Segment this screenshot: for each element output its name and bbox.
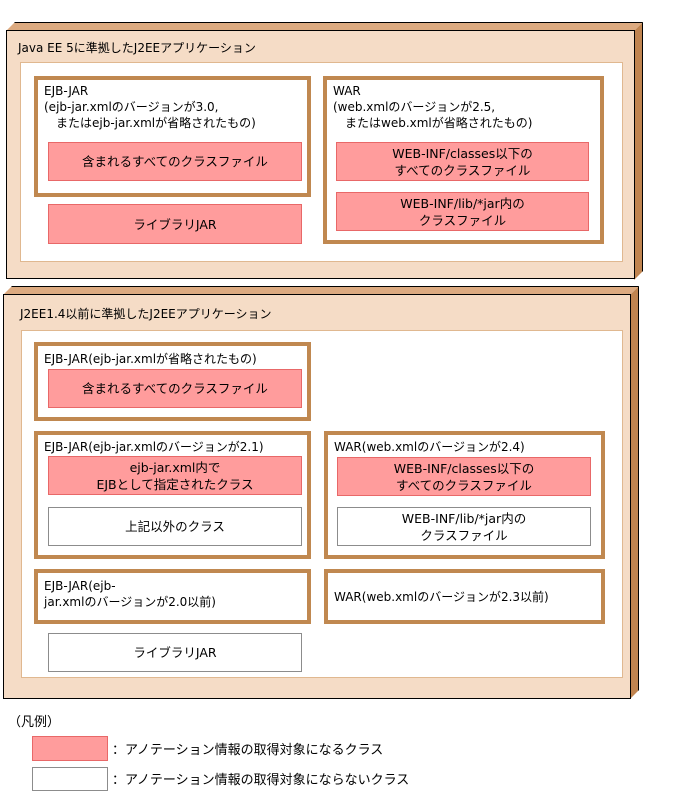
class-all-files: 含まれるすべてのクラスファイル xyxy=(48,142,302,181)
class-other: 上記以外のクラス xyxy=(48,507,302,546)
class-ejb-specified: ejb-jar.xml内で EJBとして指定されたクラス xyxy=(48,456,302,495)
frame-side-bevel xyxy=(634,22,643,280)
legend-title: （凡例） xyxy=(8,715,61,730)
frame-side-bevel xyxy=(630,286,639,699)
frame-top-bevel xyxy=(3,286,639,295)
war-label: WAR(web.xmlのバージョンが2.4) xyxy=(334,440,525,454)
library-jar: ライブラリJAR xyxy=(48,204,302,244)
frame-top-bevel xyxy=(6,22,643,31)
class-web-inf-lib: WEB-INF/lib/*jar内の クラスファイル xyxy=(336,192,589,231)
war-label: WAR(web.xmlのバージョンが2.3以前) xyxy=(334,589,549,604)
library-jar: ライブラリJAR xyxy=(48,633,302,672)
ejb-jar-label: EJB-JAR(ejb-jar.xmlが省略されたもの) xyxy=(44,352,257,366)
section-title: J2EE1.4以前に準拠したJ2EEアプリケーション xyxy=(20,307,272,321)
war-label: WAR (web.xmlのバージョンが2.5, またはweb.xmlが省略された… xyxy=(333,84,533,130)
class-web-inf-classes: WEB-INF/classes以下の すべてのクラスファイル xyxy=(336,142,589,181)
class-web-inf-classes: WEB-INF/classes以下の すべてのクラスファイル xyxy=(337,457,591,496)
legend-swatch-non-target xyxy=(32,767,108,791)
ejb-jar-box-2-0: EJB-JAR(ejb- jar.xmlのバージョンが2.0以前) xyxy=(34,569,311,624)
ejb-jar-label: EJB-JAR(ejb- jar.xmlのバージョンが2.0以前) xyxy=(44,579,216,609)
legend-text-target: ：アノテーション情報の取得対象になるクラス xyxy=(112,743,384,758)
ejb-jar-label: EJB-JAR (ejb-jar.xmlのバージョンが3.0, またはejb-j… xyxy=(44,84,256,130)
legend-text-non-target: ：アノテーション情報の取得対象にならないクラス xyxy=(112,773,410,788)
class-web-inf-lib: WEB-INF/lib/*jar内の クラスファイル xyxy=(337,507,591,546)
class-all-files: 含まれるすべてのクラスファイル xyxy=(48,369,302,408)
legend-swatch-target xyxy=(32,736,108,761)
war-box-2-3: WAR(web.xmlのバージョンが2.3以前) xyxy=(324,569,605,624)
section-title: Java EE 5に準拠したJ2EEアプリケーション xyxy=(18,41,256,55)
ejb-jar-label: EJB-JAR(ejb-jar.xmlのバージョンが2.1) xyxy=(44,440,264,454)
